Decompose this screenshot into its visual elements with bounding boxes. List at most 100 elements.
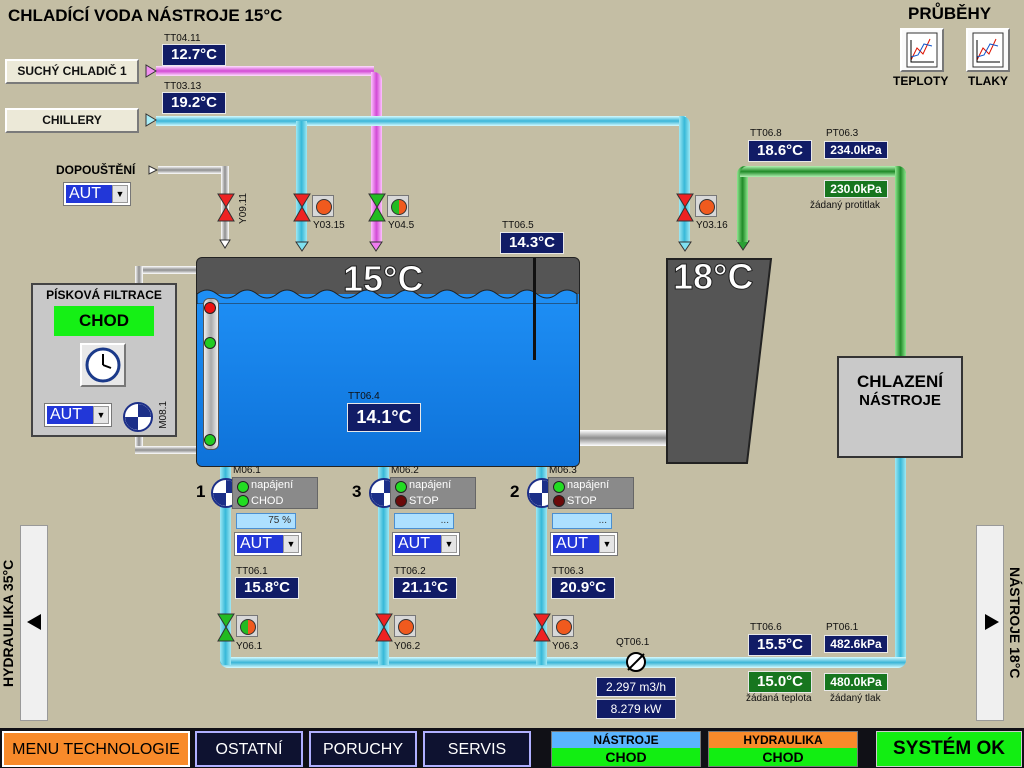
pump3-status: STOP [409,495,439,507]
pipe-tank-link [576,430,668,446]
y03-16-tag: Y03.16 [696,220,728,231]
backpressure-setpoint-label: žádaný protitlak [810,200,881,211]
valve-y03-16-actuator[interactable] [695,195,717,217]
nav-left-label[interactable]: HYDRAULIKA 35°C [0,559,16,687]
chillers-button[interactable]: CHILLERY [5,108,139,133]
tt06-5-value: 14.3°C [500,232,564,254]
secondary-tank-temperature: 18°C [672,256,754,298]
chevron-down-icon: ▼ [441,535,457,553]
chevron-down-icon: ▼ [599,535,615,553]
trend-pressures-label: TLAKY [968,74,1008,88]
pump1-mode-select[interactable]: AUT ▼ [234,532,302,556]
valve-y04-5-actuator[interactable] [387,195,409,217]
qt06-1-tag: QT06.1 [616,637,650,648]
trend-temperatures-button[interactable] [900,28,944,72]
pipe-chillers-down-1 [296,121,307,243]
tt06-2-tag: TT06.2 [394,566,426,577]
filter-mode-value: AUT [47,406,93,424]
meter-power: 8.279 kW [596,699,676,719]
pump3-speed-setpoint[interactable]: ... [394,513,454,529]
y03-15-tag: Y03.15 [313,220,345,231]
nastroje-title: NÁSTROJE [552,732,700,748]
consumer-box[interactable]: CHLAZENÍ NÁSTROJE [837,356,963,458]
page-title: CHLADÍCÍ VODA NÁSTROJE 15°C [8,6,283,25]
pump1-speed-setpoint[interactable]: 75 % [236,513,296,529]
filter-pump-icon[interactable] [123,402,153,432]
pump1-status: CHOD [251,495,284,507]
level-high-indicator [204,302,216,314]
pressure-setpoint-label: žádaný tlak [830,693,881,704]
pump3-number: 3 [352,482,362,501]
valve-y06-3[interactable] [533,613,551,643]
pipe-pump1-leg [220,440,231,665]
pump2-mode-select[interactable]: AUT ▼ [550,532,618,556]
pump2-mode-value: AUT [553,535,599,553]
faults-button[interactable]: PORUCHY [309,731,417,767]
pump3-power-label: napájení [409,479,452,491]
main-tank: 15°C [196,257,580,467]
nav-right-label[interactable]: NÁSTROJE 18°C [1007,567,1023,679]
y06-2-tag: Y06.2 [394,641,421,652]
pump1-power-label: napájení [251,479,294,491]
filter-mode-select[interactable]: AUT ▼ [44,403,112,427]
chevron-down-icon: ▼ [283,535,299,553]
consumer-line1: CHLAZENÍ [857,372,943,391]
tt06-6-tag: TT06.6 [750,622,782,633]
consumer-line2: NÁSTROJE [859,392,941,409]
refill-mode-select[interactable]: AUT ▼ [63,182,131,206]
valve-y06-3-actuator[interactable] [552,615,574,637]
system-status[interactable]: SYSTÉM OK [876,731,1022,767]
y09-11-tag: Y09.11 [238,193,249,224]
service-button[interactable]: SERVIS [423,731,531,767]
backpressure-setpoint[interactable]: 230.0kPa [824,180,888,198]
valve-y06-2[interactable] [375,613,393,643]
tt03-13-value: 19.2°C [162,92,226,114]
valve-y04-5[interactable] [368,193,386,223]
nav-right-button[interactable] [976,525,1004,721]
level-mid-indicator [204,337,216,349]
nav-left-button[interactable] [20,525,48,721]
valve-y06-2-actuator[interactable] [394,615,416,637]
dry-cooler-button[interactable]: SUCHÝ CHLADIČ 1 [5,59,139,84]
pump1-tag: M06.1 [233,465,261,476]
pipe-chillers [156,116,686,126]
sand-filter-title: PÍSKOVÁ FILTRACE [46,288,162,302]
hydraulika-status-panel[interactable]: HYDRAULIKA CHOD [708,731,858,767]
pump1-status-panel: napájení CHOD [232,477,318,509]
water-waves [197,289,578,304]
refill-label: DOPOUŠTĚNÍ [56,163,136,177]
pressure-setpoint[interactable]: 480.0kPa [824,673,888,691]
tt06-1-tag: TT06.1 [236,566,268,577]
pump3-mode-select[interactable]: AUT ▼ [392,532,460,556]
tt06-2-value: 21.1°C [393,577,457,599]
tt06-3-value: 20.9°C [551,577,615,599]
tt06-8-value: 18.6°C [748,140,812,162]
pump2-speed-setpoint[interactable]: ... [552,513,612,529]
valve-y03-16[interactable] [676,193,694,223]
meter-flow: 2.297 m3/h [596,677,676,697]
valve-y09-11[interactable] [217,193,235,223]
valve-y06-1[interactable] [217,613,235,643]
pipe-filter-bottom [135,446,199,454]
flow-meter-icon[interactable] [624,650,648,674]
tank-water [197,294,579,466]
filter-timer-button[interactable] [80,343,126,387]
actuator-open-icon [240,619,256,635]
pump2-status-panel: napájení STOP [548,477,634,509]
nastroje-status-panel[interactable]: NÁSTROJE CHOD [551,731,701,767]
trend-temperatures-label: TEPLOTY [893,74,949,88]
valve-y03-15[interactable] [293,193,311,223]
secondary-tank [666,258,773,464]
valve-y03-15-actuator[interactable] [312,195,334,217]
tt06-5-tag: TT06.5 [502,220,534,231]
pump2-power-label: napájení [567,479,610,491]
pipe-supply-right [895,458,906,668]
other-button[interactable]: OSTATNÍ [195,731,303,767]
trend-pressures-button[interactable] [966,28,1010,72]
tt03-13-tag: TT03.13 [164,81,202,92]
pipe-refill [158,166,228,174]
valve-y06-1-actuator[interactable] [236,615,258,637]
temp-setpoint[interactable]: 15.0°C [748,671,812,693]
pump1-number: 1 [196,482,206,501]
menu-technology-button[interactable]: MENU TECHNOLOGIE [2,731,190,767]
